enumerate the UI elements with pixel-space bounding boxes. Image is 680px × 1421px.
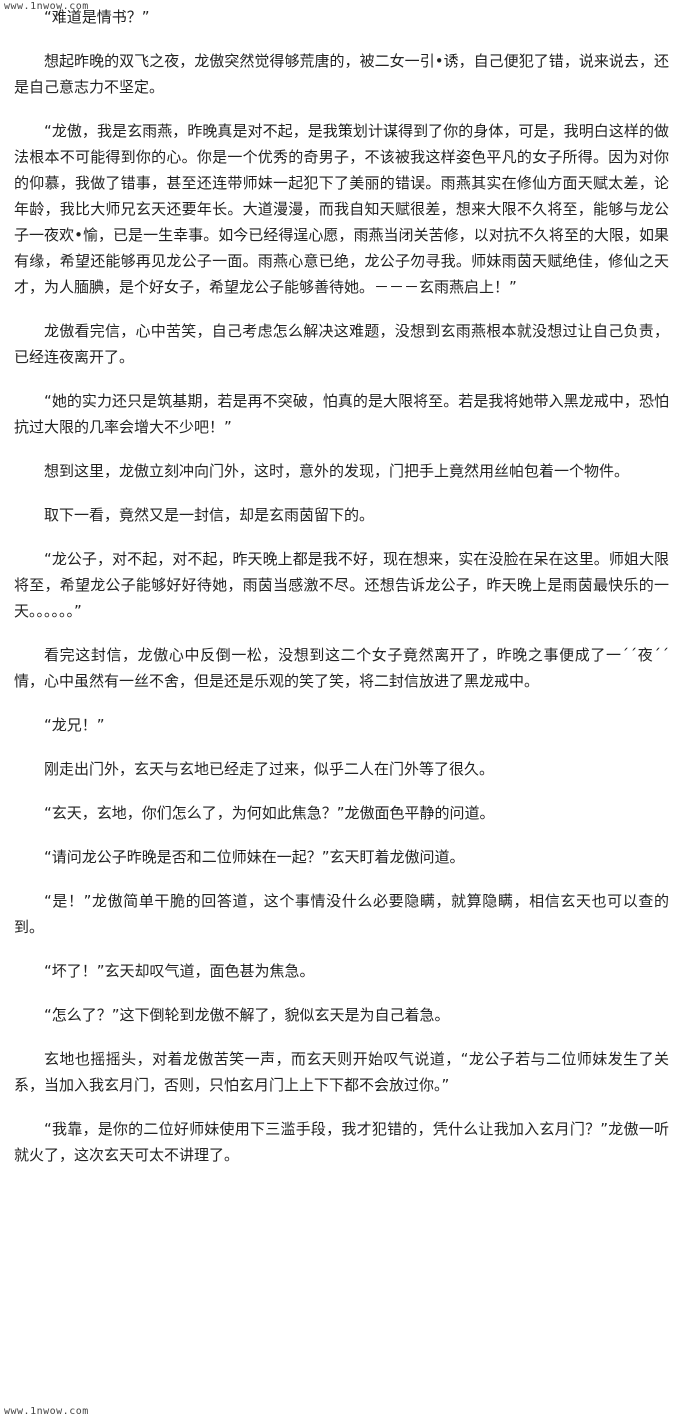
paragraph: 想到这里，龙傲立刻冲向门外，这时，意外的发现，门把手上竟然用丝帕包着一个物件。 [44, 462, 630, 480]
paragraph: “怎么了？”这下倒轮到龙傲不解了，貌似玄天是为自己着急。 [44, 1006, 450, 1024]
paragraph: “是！”龙傲简单干脆的回答道，这个事情没什么必要隐瞒，就算隐瞒，相信玄天也可以查… [14, 892, 669, 936]
paragraph: 玄地也摇摇头，对着龙傲苦笑一声，而玄天则开始叹气说道，“龙公子若与二位师妹发生了… [14, 1050, 669, 1094]
paragraph: “请问龙公子昨晚是否和二位师妹在一起？”玄天盯着龙傲问道。 [44, 848, 465, 866]
article-body: “难道是情书？” 想起昨晚的双飞之夜，龙傲突然觉得够荒唐的，被二女一引•诱，自己… [14, 4, 669, 1186]
paragraph: 刚走出门外，玄天与玄地已经走了过来，似乎二人在门外等了很久。 [44, 760, 495, 778]
paragraph: 龙傲看完信，心中苦笑，自己考虑怎么解决这难题，没想到玄雨燕根本就没想过让自己负责… [14, 322, 669, 366]
watermark-bottom: www.1nwow.com [4, 1406, 89, 1417]
paragraph: “龙傲，我是玄雨燕，昨晚真是对不起，是我策划计谋得到了你的身体，可是，我明白这样… [14, 122, 669, 296]
paragraph: “难道是情书？” [44, 8, 150, 26]
watermark-top: www.1nwow.com [4, 1, 89, 12]
paragraph: “她的实力还只是筑基期，若是再不突破，怕真的是大限将至。若是我将她带入黑龙戒中，… [14, 392, 669, 436]
paragraph: 取下一看，竟然又是一封信，却是玄雨茵留下的。 [44, 506, 375, 524]
paragraph: “龙公子，对不起，对不起，昨天晚上都是我不好，现在想来，实在没脸在呆在这里。师姐… [14, 550, 669, 620]
paragraph: “龙兄！” [44, 716, 105, 734]
paragraph: “我靠，是你的二位好师妹使用下三滥手段，我才犯错的，凭什么让我加入玄月门？”龙傲… [14, 1120, 669, 1164]
paragraph: 想起昨晚的双飞之夜，龙傲突然觉得够荒唐的，被二女一引•诱，自己便犯了错，说来说去… [14, 52, 669, 96]
paragraph: “玄天，玄地，你们怎么了，为何如此焦急？”龙傲面色平静的问道。 [44, 804, 495, 822]
paragraph: “坏了！”玄天却叹气道，面色甚为焦急。 [44, 962, 315, 980]
paragraph: 看完这封信，龙傲心中反倒一松，没想到这二个女子竟然离开了，昨晚之事便成了一ˊˊ夜… [14, 646, 669, 690]
